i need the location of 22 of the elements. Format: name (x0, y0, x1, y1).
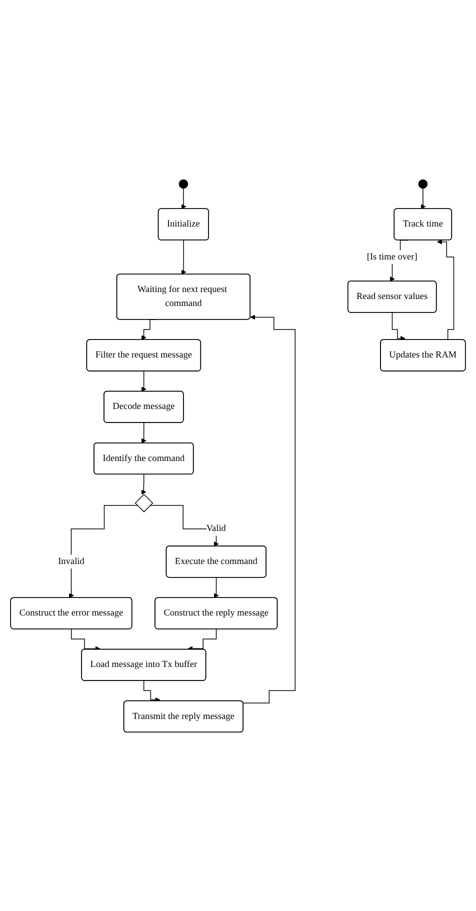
arrow (242, 314, 296, 703)
arrow (71, 628, 100, 651)
arrow (143, 680, 160, 702)
arrow (181, 188, 186, 209)
arrow (436, 238, 454, 340)
arrow (68, 504, 138, 598)
arrow (141, 370, 146, 392)
edge-label: Invalid (58, 556, 84, 566)
node-circle (418, 178, 428, 188)
arrow (188, 628, 217, 651)
arrow (392, 312, 406, 341)
node-diamond (134, 494, 154, 512)
arrow (141, 318, 157, 340)
arrow (181, 239, 186, 274)
arrow (420, 188, 426, 209)
arrow (150, 504, 219, 546)
edge-label: Valid (206, 523, 226, 534)
arrow (214, 576, 219, 598)
edge-label: [Is time over] (366, 251, 418, 262)
arrow (141, 422, 146, 443)
arrow (141, 474, 146, 494)
node-circle (178, 178, 188, 188)
